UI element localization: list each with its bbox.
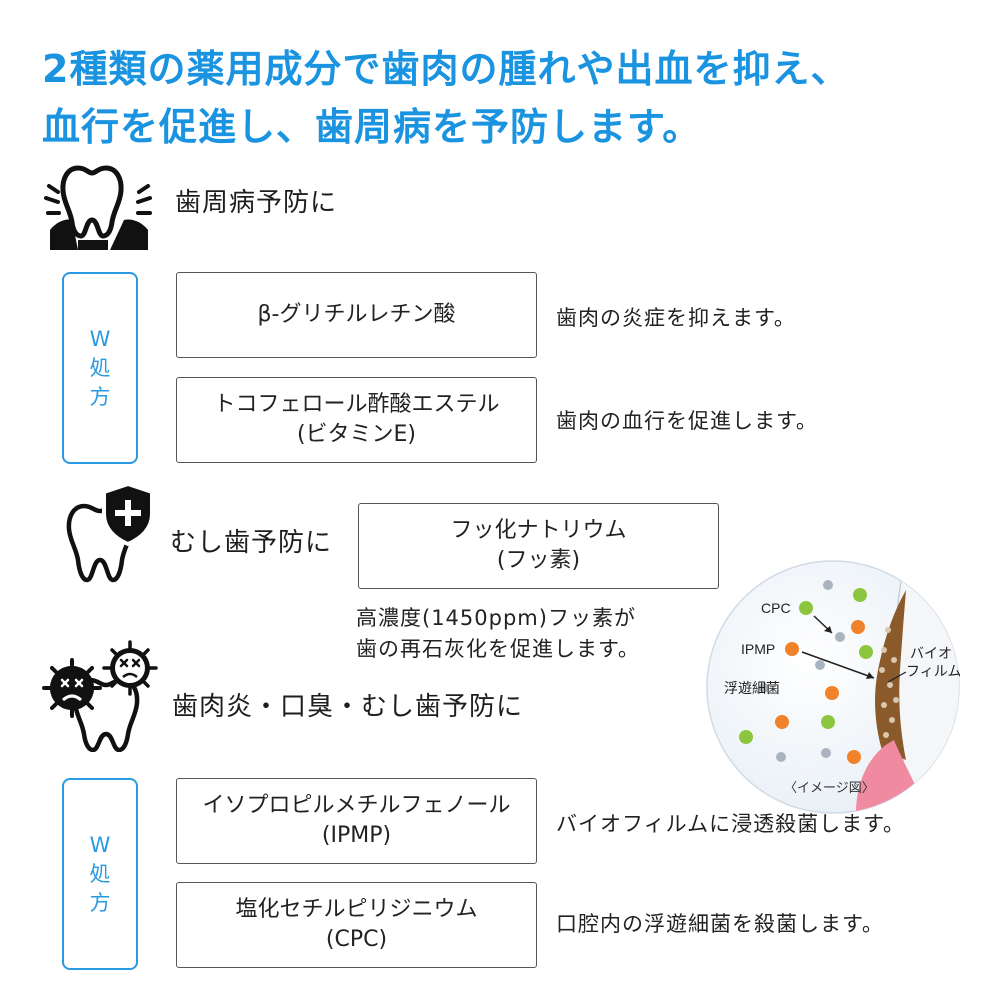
badge-char: 方 (89, 384, 111, 409)
label-biofilm-2: フィルム (906, 664, 960, 680)
label-biofilm-1: バイオ (910, 646, 952, 662)
ingredient-name: トコフェロール酢酸エステル (213, 392, 500, 417)
page-title-line2: 血行を促進し、歯周病を予防します。 (42, 105, 702, 149)
label-floating-bacteria: 浮遊細菌 (724, 681, 780, 697)
ingredient-name: フッ化ナトリウム (450, 518, 627, 543)
section-heading-periodontal: 歯周病予防に (175, 188, 338, 218)
ingredient-name: 塩化セチルピリジニウム (235, 897, 478, 922)
ingredient-name-sub: (フッ素) (496, 548, 581, 573)
tooth-inflamed-gum-icon (44, 165, 152, 250)
badge-char: 処 (89, 355, 111, 380)
label-cpc: CPC (761, 600, 791, 616)
note-line: 高濃度(1450ppm)フッ素が (356, 606, 636, 630)
fluoride-note: 高濃度(1450ppm)フッ素が 歯の再石灰化を促進します。 (356, 603, 640, 665)
w-formula-badge: W 処 方 (62, 778, 138, 970)
ingredient-name-sub: (ビタミンE) (296, 422, 417, 447)
page-title-line1: 2種類の薬用成分で歯肉の腫れや出血を抑え、 (42, 47, 850, 91)
illustration-caption: 〈イメージ図〉 (784, 781, 875, 796)
ingredient-box: フッ化ナトリウム (フッ素) (358, 503, 719, 589)
badge-char: 方 (89, 890, 111, 915)
section-heading-cavity: むし歯予防に (170, 528, 333, 558)
badge-char: 処 (89, 861, 111, 886)
ingredient-name-sub: (CPC) (325, 927, 388, 952)
badge-char: W (89, 832, 111, 857)
badge-char: W (89, 326, 111, 351)
section-heading-gingivitis: 歯肉炎・口臭・むし歯予防に (172, 692, 524, 722)
ingredient-description: 歯肉の血行を促進します。 (556, 409, 818, 433)
germs-on-tooth-icon (42, 640, 158, 752)
ingredient-box: β-グリチルレチン酸 (176, 272, 537, 358)
ingredient-box: トコフェロール酢酸エステル (ビタミンE) (176, 377, 537, 463)
label-ipmp: IPMP (741, 641, 775, 657)
ingredient-name: β-グリチルレチン酸 (257, 302, 456, 327)
ingredient-name-sub: (IPMP) (321, 823, 392, 848)
biofilm-illustration: CPC IPMP 浮遊細菌 バイオ フィルム 〈イメージ図〉 (706, 560, 960, 814)
tooth-shield-plus-icon (66, 481, 154, 583)
ingredient-description: 歯肉の炎症を抑えます。 (556, 306, 796, 330)
ingredient-name: イソプロピルメチルフェノール (202, 793, 511, 818)
ingredient-description: バイオフィルムに浸透殺菌します。 (556, 812, 906, 836)
ingredient-box: 塩化セチルピリジニウム (CPC) (176, 882, 537, 968)
biofilm-layer (875, 590, 906, 760)
ingredient-description: 口腔内の浮遊細菌を殺菌します。 (556, 912, 884, 936)
w-formula-badge: W 処 方 (62, 272, 138, 464)
ingredient-box: イソプロピルメチルフェノール (IPMP) (176, 778, 537, 864)
note-line: 歯の再石灰化を促進します。 (356, 637, 640, 661)
